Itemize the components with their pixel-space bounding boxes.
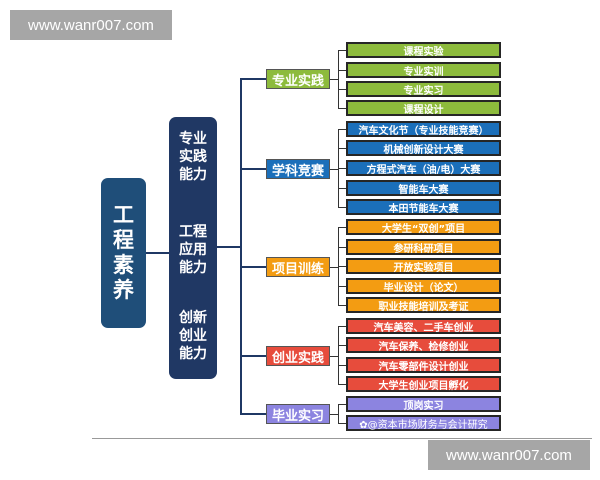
leaf-item: 本田节能车大赛 xyxy=(346,199,501,215)
bracket-line xyxy=(338,326,339,385)
bracket-line xyxy=(338,384,346,385)
bracket-line xyxy=(338,89,346,90)
bracket-line xyxy=(330,79,338,80)
bracket-line xyxy=(330,169,338,170)
leaf-item: 汽车保养、检修创业 xyxy=(346,337,501,353)
bracket-line xyxy=(338,404,339,424)
bracket-line xyxy=(338,50,346,51)
bracket-line xyxy=(338,365,346,366)
abilities-node: 专业 实践 能力 工程 应用 能力 创新 创业 能力 xyxy=(169,117,217,379)
leaf-item: 专业实训 xyxy=(346,62,501,78)
ability-line: 工程 xyxy=(179,224,207,240)
watermark-bottom: www.wanr007.com xyxy=(428,440,590,470)
root-node-engineering-literacy: 工 程 素 养 xyxy=(101,178,146,328)
bracket-line xyxy=(330,414,338,415)
bracket-line xyxy=(338,148,346,149)
leaf-item: 顶岗实习 xyxy=(346,396,501,412)
leaf-item: 课程设计 xyxy=(346,100,501,116)
leaf-item: 汽车零部件设计创业 xyxy=(346,357,501,373)
ability-line: 创业 xyxy=(179,328,207,344)
bracket-line xyxy=(338,247,346,248)
bracket-line xyxy=(338,423,346,424)
ability-innovation-entrepreneurship: 创新 创业 能力 xyxy=(169,309,217,363)
category-graduation-internship: 毕业实习 xyxy=(266,404,330,424)
ability-engineering-application: 工程 应用 能力 xyxy=(169,223,217,277)
leaf-item: 参研科研项目 xyxy=(346,239,501,255)
connector xyxy=(146,252,169,254)
bracket-line xyxy=(338,108,346,109)
leaf-item: 专业实习 xyxy=(346,81,501,97)
connector xyxy=(240,78,266,80)
leaf-item: 毕业设计（论文） xyxy=(346,278,501,294)
bracket-line xyxy=(338,207,346,208)
leaf-item: 课程实验 xyxy=(346,42,501,58)
leaf-item: 汽车文化节（专业技能竞赛） xyxy=(346,121,501,137)
bracket-line xyxy=(330,267,338,268)
connector xyxy=(240,168,266,170)
bracket-line xyxy=(330,356,338,357)
leaf-item: 职业技能培训及考证 xyxy=(346,297,501,313)
ability-line: 应用 xyxy=(179,242,207,258)
ability-line: 能力 xyxy=(179,260,207,276)
root-char: 程 xyxy=(113,228,134,252)
connector xyxy=(240,413,266,415)
bracket-line xyxy=(338,50,339,109)
connector xyxy=(217,246,241,248)
connector xyxy=(240,266,266,268)
leaf-item: 大学生创业项目孵化 xyxy=(346,376,501,392)
ability-line: 专业 xyxy=(179,131,207,147)
ability-line: 创新 xyxy=(179,310,207,326)
ability-line: 实践 xyxy=(179,149,207,165)
trunk-line xyxy=(240,78,242,414)
bracket-line xyxy=(338,286,346,287)
bracket-line xyxy=(338,129,346,130)
ability-line: 能力 xyxy=(179,167,207,183)
leaf-item-source-credit: ✿@资本市场财务与会计研究 xyxy=(346,415,501,431)
root-char: 工 xyxy=(113,203,134,227)
root-char: 养 xyxy=(113,278,134,302)
bracket-line xyxy=(338,404,346,405)
ability-line: 能力 xyxy=(179,346,207,362)
divider xyxy=(92,438,592,439)
watermark-top: www.wanr007.com xyxy=(10,10,172,40)
bracket-line xyxy=(338,70,346,71)
bracket-line xyxy=(338,305,346,306)
leaf-item: 方程式汽车（油/电）大赛 xyxy=(346,160,501,176)
leaf-item: 开放实验项目 xyxy=(346,258,501,274)
connector xyxy=(240,355,266,357)
leaf-item: 大学生“双创”项目 xyxy=(346,219,501,235)
root-char: 素 xyxy=(113,253,134,277)
category-subject-competition: 学科竞赛 xyxy=(266,159,330,179)
bracket-line xyxy=(338,345,346,346)
bracket-line xyxy=(338,266,346,267)
leaf-item: 智能车大赛 xyxy=(346,180,501,196)
bracket-line xyxy=(338,326,346,327)
bracket-line xyxy=(338,168,346,169)
category-project-training: 项目训练 xyxy=(266,257,330,277)
bracket-line xyxy=(338,227,346,228)
category-entrepreneurship-practice: 创业实践 xyxy=(266,346,330,366)
category-professional-practice: 专业实践 xyxy=(266,69,330,89)
leaf-item: 汽车美容、二手车创业 xyxy=(346,318,501,334)
leaf-item: 机械创新设计大赛 xyxy=(346,140,501,156)
bracket-line xyxy=(338,188,346,189)
ability-professional-practice: 专业 实践 能力 xyxy=(169,130,217,184)
